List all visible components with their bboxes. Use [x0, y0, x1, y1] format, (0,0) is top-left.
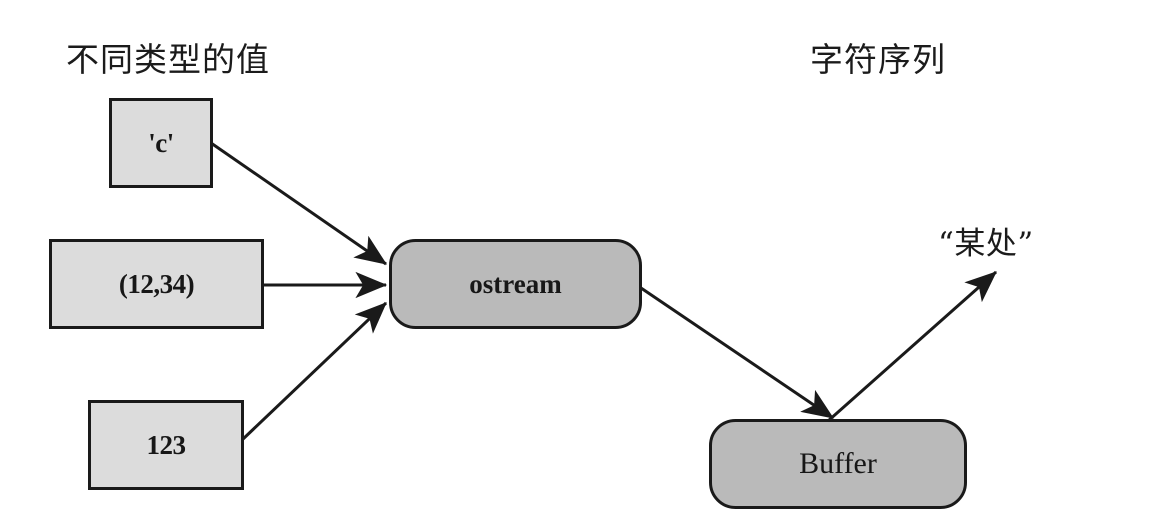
- caption-left-title: 不同类型的值: [66, 40, 270, 79]
- value-box-pair: [49, 239, 264, 329]
- value-box-int: [88, 400, 244, 490]
- caption-destination: “某处”: [938, 226, 1034, 262]
- edge-char-to-ostream: [210, 141, 387, 266]
- process-box-ostream: [389, 239, 642, 329]
- edge-buffer-to-destination: [827, 270, 997, 423]
- process-box-buffer: [709, 419, 967, 509]
- edge-ostream-to-buffer: [640, 286, 834, 420]
- value-box-char: [109, 98, 213, 188]
- caption-right-title: 字符序列: [810, 40, 946, 79]
- edge-int-to-ostream: [240, 301, 388, 442]
